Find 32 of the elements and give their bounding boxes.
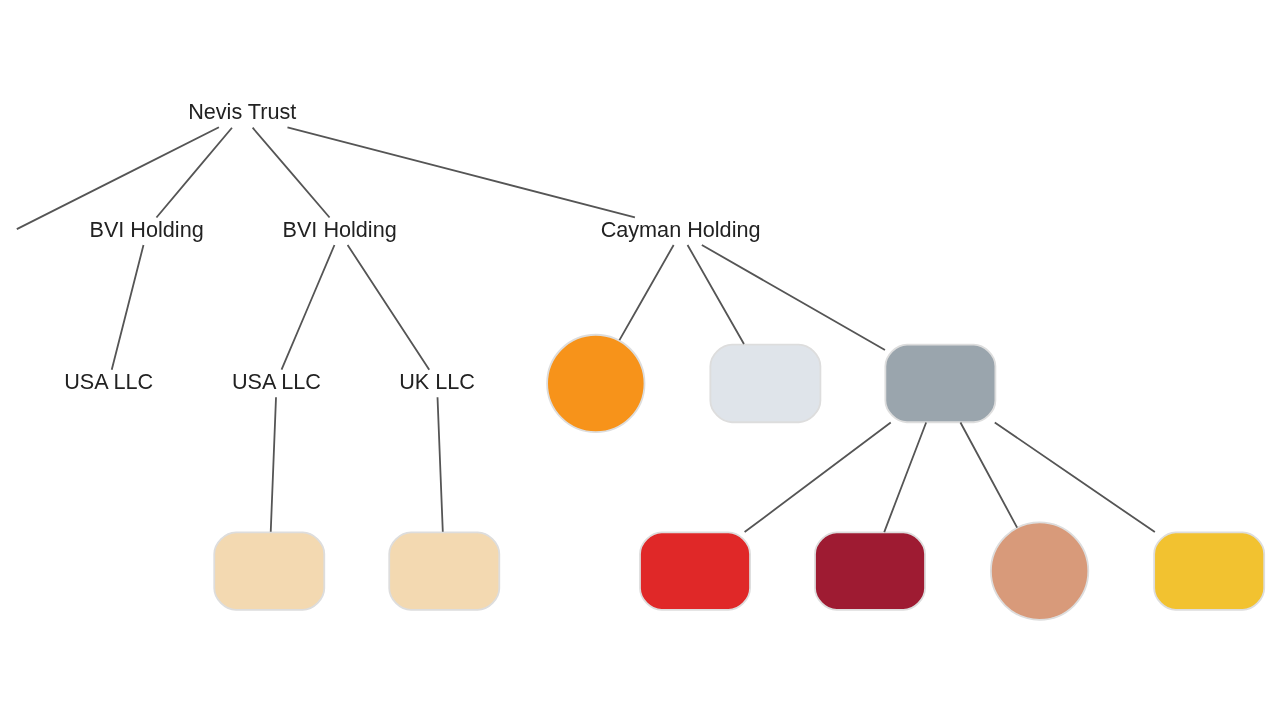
node-box <box>814 531 926 611</box>
node-text: USA LLC <box>232 369 321 395</box>
connector <box>110 244 145 371</box>
connector <box>743 421 892 533</box>
node-text: BVI Holding <box>282 216 397 242</box>
node-box <box>709 343 822 424</box>
node-text: Nevis Trust <box>188 99 297 125</box>
node-text: BVI Holding <box>89 216 204 242</box>
node-box <box>639 531 751 611</box>
connector <box>686 244 745 345</box>
connector <box>15 126 220 231</box>
node-box <box>884 343 997 424</box>
connector <box>883 421 928 533</box>
connector <box>286 126 636 219</box>
connector <box>269 396 277 533</box>
connector <box>700 244 886 351</box>
connector <box>959 421 1018 529</box>
node-text: UK LLC <box>399 369 475 395</box>
connector <box>280 244 336 371</box>
connector <box>618 244 675 342</box>
connector <box>993 421 1156 533</box>
node-circle <box>546 333 646 434</box>
connector <box>436 396 444 533</box>
node-circle <box>990 521 1090 621</box>
node-box <box>213 531 326 611</box>
node-text: USA LLC <box>64 369 154 395</box>
node-box <box>388 531 501 611</box>
connector <box>346 244 431 371</box>
node-text: Cayman Holding <box>600 216 761 242</box>
connector <box>155 126 233 219</box>
connector <box>251 126 331 219</box>
node-box <box>1153 531 1266 611</box>
